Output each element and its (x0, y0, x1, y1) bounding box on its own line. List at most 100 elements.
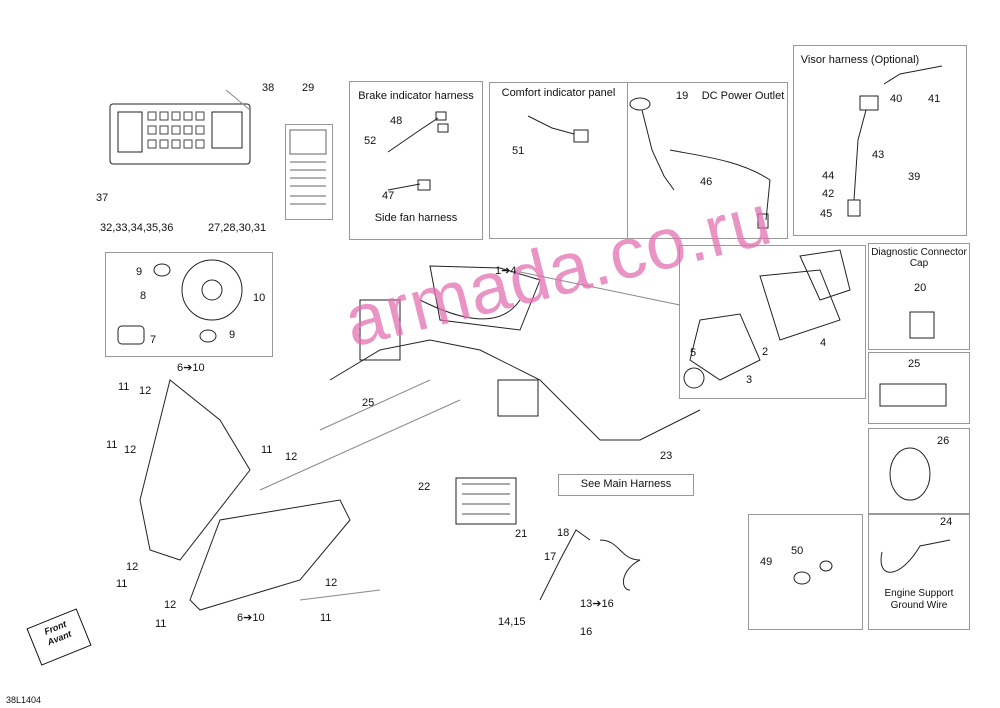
callout-2: 2 (762, 346, 769, 358)
callout-47: 47 (382, 190, 395, 202)
bulb-socket (819, 560, 833, 572)
fuse-box (109, 103, 251, 165)
callout-3: 3 (746, 374, 753, 386)
callout-9-bottom: 9 (229, 329, 236, 341)
callout-21: 21 (515, 528, 528, 540)
callout-12-b: 12 (124, 444, 137, 456)
callout-48: 48 (390, 115, 403, 127)
ecu-module (359, 299, 401, 361)
gauge-button (683, 367, 705, 389)
gauge-lens (799, 249, 851, 301)
callout-14-15: 14,15 (498, 616, 526, 628)
callout-5: 5 (690, 347, 697, 359)
callout-12-e: 12 (164, 599, 177, 611)
gauge-cluster (429, 265, 541, 331)
callout-26: 26 (937, 435, 950, 447)
visor-harness-title: Visor harness (Optional) (800, 54, 920, 66)
callout-6-10-top: 6➔10 (177, 362, 205, 374)
callout-27-31: 27,28,30,31 (208, 222, 267, 234)
callout-12-c: 12 (285, 451, 298, 463)
callout-4: 4 (820, 337, 827, 349)
callout-44: 44 (822, 170, 835, 182)
diagnostic-cap-title: Diagnostic Connector Cap (871, 247, 967, 269)
callout-32-36: 32,33,34,35,36 (100, 222, 174, 234)
sealant-tube (879, 383, 947, 407)
visor-wire (883, 65, 943, 85)
callout-40: 40 (890, 93, 903, 105)
main-harness-note (558, 474, 694, 496)
ground-wire-title: Engine Support Ground Wire (884, 588, 954, 611)
ground-wire (880, 539, 951, 573)
callout-11-b: 11 (106, 439, 118, 451)
callout-41: 41 (928, 93, 941, 105)
fuse-label-lines (289, 129, 327, 205)
brake-harness-wire (387, 117, 439, 153)
callout-7: 7 (150, 334, 157, 346)
callout-24: 24 (940, 516, 953, 528)
callout-25-side: 25 (908, 358, 921, 370)
main-harness-wire (329, 339, 701, 441)
callout-49: 49 (760, 556, 773, 568)
callout-11-e: 11 (155, 618, 167, 630)
callout-45: 45 (820, 208, 833, 220)
cable-tie-panel (868, 428, 970, 514)
callout-13-16: 13➔16 (580, 598, 614, 610)
callout-51: 51 (512, 145, 525, 157)
callout-37: 37 (96, 192, 109, 204)
tether-cord (539, 529, 591, 601)
callout-43: 43 (872, 149, 885, 161)
ground-wire-panel (868, 514, 970, 630)
callout-11-c: 11 (261, 444, 273, 456)
relay-block (211, 111, 243, 149)
callout-12-f: 12 (325, 577, 338, 589)
callout-52: 52 (364, 135, 377, 147)
voltage-regulator (455, 477, 517, 525)
callout-11-f: 11 (320, 612, 332, 624)
visor-harness-panel (793, 45, 967, 236)
callout-23: 23 (660, 450, 673, 462)
callout-12-d: 12 (126, 561, 139, 573)
brake-indicator-panel (349, 81, 483, 240)
callout-22: 22 (418, 481, 431, 493)
main-harness-title: See Main Harness (580, 478, 672, 490)
callout-6-10-bottom: 6➔10 (237, 612, 265, 624)
callout-42: 42 (822, 188, 835, 200)
callout-50: 50 (791, 545, 804, 557)
callout-8: 8 (140, 290, 147, 302)
callout-25-main: 25 (362, 397, 375, 409)
callout-20: 20 (914, 282, 927, 294)
callout-11-a: 11 (118, 381, 130, 393)
dc-outlet-harness (669, 149, 771, 221)
callout-16: 16 (580, 626, 593, 638)
callout-1-4: 1➔4 (495, 265, 517, 277)
dc-outlet-title: DC Power Outlet (701, 90, 785, 102)
fuse-slots (147, 111, 205, 149)
small-bulb (793, 571, 811, 585)
callout-11-d: 11 (116, 578, 128, 590)
bulb-panel (748, 514, 863, 630)
callout-19: 19 (676, 90, 689, 102)
comfort-harness-wire (527, 115, 575, 135)
diagram-code: 38L1404 (6, 695, 42, 705)
dc-outlet (629, 97, 651, 111)
side-fan-title: Side fan harness (374, 212, 458, 224)
callout-17: 17 (544, 551, 557, 563)
brake-indicator-title: Brake indicator harness (358, 90, 474, 102)
callout-38: 38 (262, 82, 275, 94)
callout-46: 46 (700, 176, 713, 188)
diagnostic-cap-panel (868, 243, 970, 350)
comfort-indicator-title: Comfort indicator panel (501, 87, 616, 99)
callout-18: 18 (557, 527, 570, 539)
callout-29: 29 (302, 82, 315, 94)
callout-9-top: 9 (136, 266, 143, 278)
callout-39: 39 (908, 171, 921, 183)
comfort-indicator-panel (489, 82, 628, 239)
left-headlight (139, 379, 251, 561)
gauge-bezel (689, 313, 761, 381)
side-fan-wire (387, 183, 421, 191)
diagnostic-cap (909, 311, 935, 339)
gauge-housing (759, 269, 841, 341)
sealant-panel (868, 352, 970, 424)
callout-12-a: 12 (139, 385, 152, 397)
